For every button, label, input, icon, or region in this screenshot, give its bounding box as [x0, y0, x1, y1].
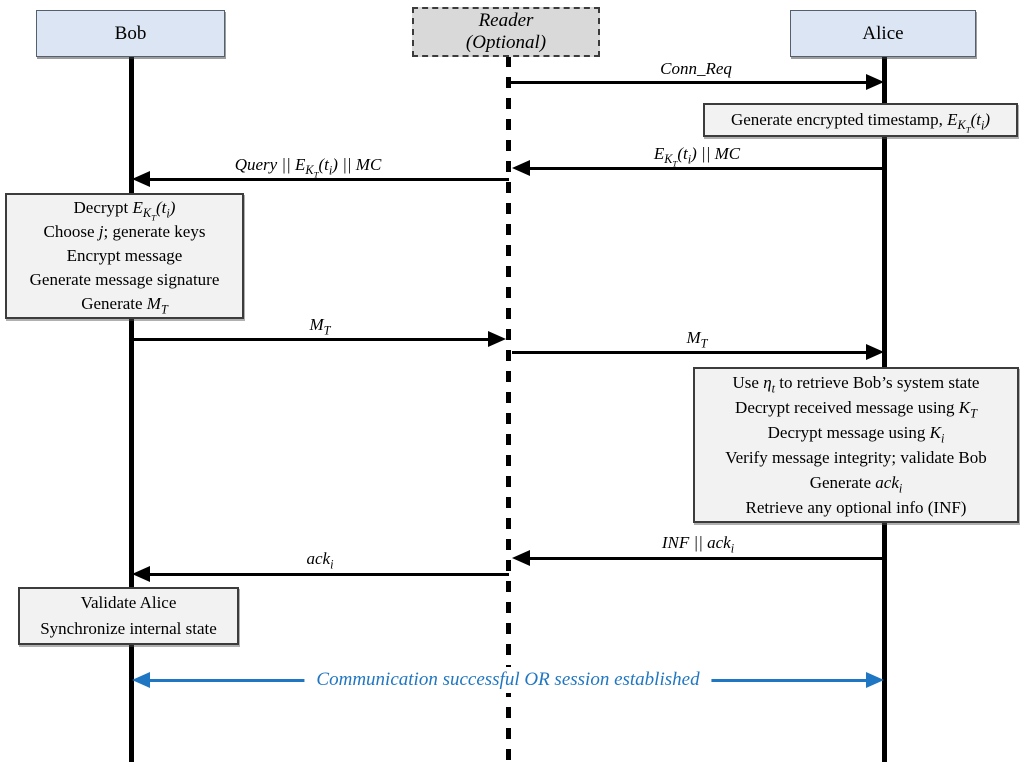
status-banner-label: Communication successful OR session esta…	[304, 667, 712, 693]
message-label-ack: acki	[306, 549, 334, 572]
arrow-mt-bob-reader	[132, 338, 488, 341]
note-text: Generate MT	[81, 294, 168, 317]
arrowhead-status-left	[132, 672, 150, 688]
actor-label-bob: Bob	[114, 22, 147, 44]
note-bob-validate: Validate Alice Synchronize internal stat…	[18, 587, 239, 645]
note-text: Choose j; generate keys	[43, 222, 206, 241]
arrowhead-inf-ack	[512, 550, 530, 566]
lifeline-reader	[506, 56, 511, 762]
note-alice-process: Use ηt to retrieve Bob’s system state De…	[693, 367, 1019, 523]
note-alice-timestamp: Generate encrypted timestamp, EKT(ti)	[703, 103, 1018, 137]
message-label-mt-reader-alice: MT	[686, 328, 708, 351]
actor-label-alice: Alice	[862, 22, 904, 44]
actor-sublabel-reader: (Optional)	[465, 32, 547, 53]
lifeline-bob	[129, 57, 134, 762]
note-text: Decrypt received message using KT	[735, 398, 977, 421]
arrowhead-ack	[132, 566, 150, 582]
note-text: Validate Alice	[80, 593, 177, 612]
note-text: Encrypt message	[66, 246, 183, 265]
arrowhead-query	[132, 171, 150, 187]
note-text: Use ηt to retrieve Bob’s system state	[732, 373, 980, 396]
message-label-conn-req: Conn_Req	[660, 59, 732, 78]
arrowhead-status-right	[866, 672, 884, 688]
actor-box-bob: Bob	[36, 10, 225, 57]
arrow-ack	[150, 573, 509, 576]
arrowhead-mt-bob-reader	[488, 331, 506, 347]
message-label-ekt-mc: EKT(ti) || MC	[653, 144, 741, 169]
note-text: Generate acki	[809, 473, 903, 496]
note-bob-process: Decrypt EKT(ti) Choose j; generate keys …	[5, 193, 244, 319]
note-text: Generate message signature	[29, 270, 220, 289]
arrowhead-ekt-mc	[512, 160, 530, 176]
actor-box-alice: Alice	[790, 10, 976, 57]
note-text: Decrypt EKT(ti)	[73, 198, 176, 223]
arrow-conn-req	[509, 81, 866, 84]
message-label-mt-bob-reader: MT	[309, 315, 331, 338]
arrowhead-conn-req	[866, 74, 884, 90]
message-label-inf-ack: INF || acki	[661, 533, 735, 556]
actor-box-reader: Reader (Optional)	[412, 7, 600, 57]
arrow-inf-ack	[530, 557, 884, 560]
arrowhead-mt-reader-alice	[866, 344, 884, 360]
arrow-ekt-mc	[530, 167, 884, 170]
actor-label-reader: Reader	[478, 10, 534, 31]
note-text: Generate encrypted timestamp, EKT(ti)	[730, 110, 991, 135]
note-text: Synchronize internal state	[40, 619, 217, 638]
note-text: Verify message integrity; validate Bob	[725, 448, 987, 467]
note-text: Retrieve any optional info (INF)	[745, 498, 967, 517]
arrow-query	[150, 178, 509, 181]
message-label-query: Query || EKT(ti) || MC	[234, 155, 382, 180]
arrow-mt-reader-alice	[512, 351, 866, 354]
note-text: Decrypt message using Ki	[767, 423, 945, 446]
